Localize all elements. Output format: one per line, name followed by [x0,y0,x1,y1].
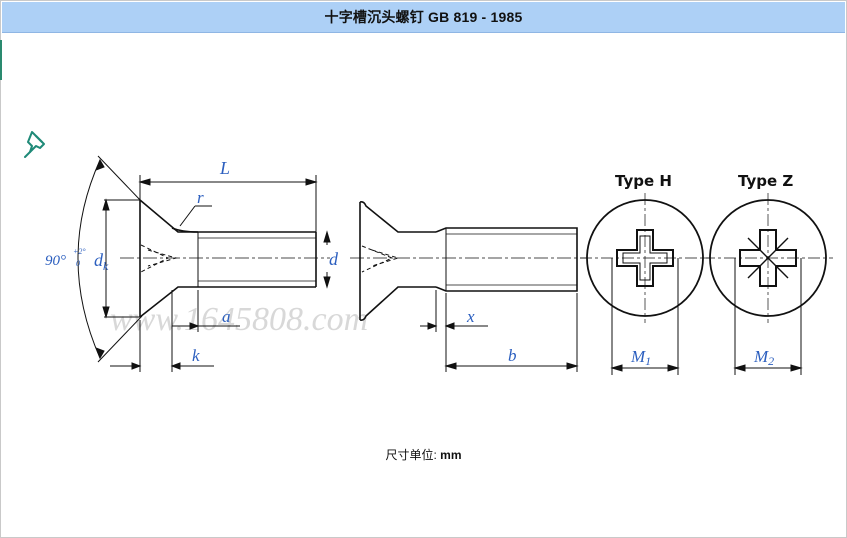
k-dimension [110,290,214,372]
a-label: a [222,307,231,326]
type-h-recess-view [580,193,710,375]
r-label: r [197,188,204,207]
M1-dimension [610,364,680,372]
type-z-recess-view [703,193,833,375]
x-label: x [466,307,475,326]
b-dimension [444,293,579,372]
b-label: b [508,346,517,365]
watermark: www.1645808.com [110,301,368,338]
title-bar: 十字槽沉头螺钉 GB 819 - 1985 [2,2,845,33]
unit-prefix: 尺寸单位: [385,448,441,462]
screw-side-view [120,199,330,318]
type-h-label: Type H [615,172,672,190]
L-label: L [219,158,230,178]
angle-tolerance-lower: 0 [76,259,80,268]
d-label: d [329,249,339,269]
angle-dimension [77,155,143,363]
x-dimension [420,290,488,372]
M2-label: M2 [753,347,774,368]
r-leader [179,205,212,227]
angle-tolerance-upper: +2° [73,247,86,256]
dk-dimension [102,198,140,319]
M2-dimension [733,364,803,372]
unit-value: mm [440,448,462,462]
a-dimension [172,290,240,332]
pin-icon[interactable] [22,128,54,160]
angle-label: 90° [45,253,66,269]
unit-note: 尺寸单位: mm [0,446,847,463]
d-dimension [323,230,331,289]
L-dimension [138,175,318,232]
dk-label: dk [94,250,109,273]
M1-label: M1 [630,347,651,368]
left-accent-bar [0,40,2,80]
type-z-label: Type Z [738,172,793,190]
page-title: 十字槽沉头螺钉 GB 819 - 1985 [324,9,523,25]
screw-middle-view [350,201,588,321]
k-label: k [192,346,200,365]
